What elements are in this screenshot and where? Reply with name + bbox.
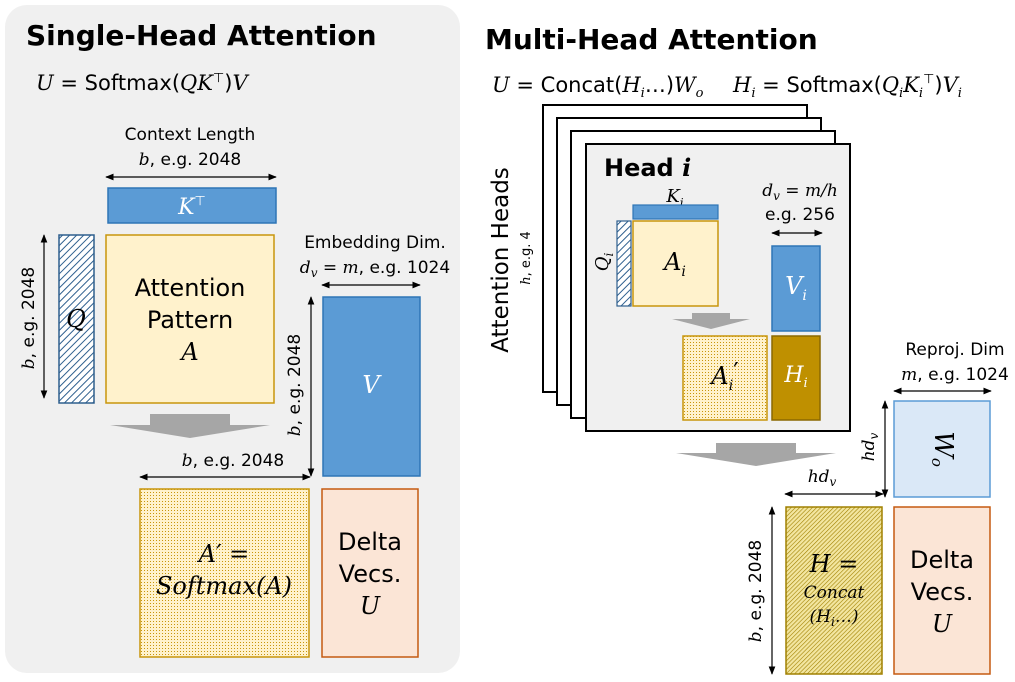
single-head-title: Single-Head Attention (26, 19, 377, 52)
wo-matrix (893, 400, 991, 498)
embedding-dim-value: dv = m, e.g. 1024 (300, 258, 450, 280)
ai-label: Ai (662, 248, 686, 280)
v-label: V (362, 371, 382, 399)
h-dim-label: b, e.g. 2048 (746, 540, 766, 642)
hi-matrix (771, 335, 821, 421)
delta-vecs-matrix (321, 488, 419, 658)
multi-head-formula-1: U = Concat(Hi…)Wo (492, 73, 704, 101)
h-concat-line1: H = (809, 550, 859, 578)
single-head-panel: Single-Head Attention U = Softmax(QK⊤)V … (5, 5, 460, 673)
h-concat-matrix (785, 506, 883, 675)
multi-delta-vecs-line1: Delta (910, 546, 974, 574)
aprime-line1: A′ = (197, 540, 250, 568)
wo-side-label: hdv (859, 432, 881, 461)
context-length-label: Context Length (125, 125, 256, 145)
aprime-matrix (139, 488, 310, 658)
ai-matrix (632, 220, 719, 307)
concat-arrow (676, 443, 836, 466)
qi-matrix (616, 220, 632, 307)
vi-label: Vi (785, 272, 807, 304)
single-head-formula: U = Softmax(QK⊤)V (36, 71, 249, 95)
multi-delta-vecs-line2: Vecs. (911, 578, 974, 606)
multi-delta-vecs-line3: U (932, 610, 953, 638)
wo-label: Wo (928, 431, 958, 467)
multi-head-formula-2: Hi = Softmax(QiKi⊤)Vi (732, 72, 962, 101)
head-softmax-arrow (672, 313, 750, 329)
kt-matrix (107, 187, 277, 224)
delta-vecs-line1: Delta (338, 528, 402, 556)
multi-delta-vecs-matrix (893, 506, 991, 675)
kt-label: K⊤ (177, 194, 206, 220)
vi-matrix (771, 245, 821, 332)
attention-heads-count: h, e.g. 4 (519, 231, 534, 285)
qi-label: Qi (592, 253, 616, 272)
multi-head-title: Multi-Head Attention (485, 23, 818, 56)
embedding-dim-label: Embedding Dim. (304, 233, 446, 253)
aiprime-label: Ai′ (709, 358, 738, 394)
dv-label: dv = m/h (762, 181, 838, 203)
attention-pattern-line2: Pattern (147, 306, 233, 334)
q-matrix (58, 234, 95, 404)
aprime-line2: Softmax(A) (156, 572, 292, 600)
v-matrix (322, 296, 421, 477)
ki-label: Ki (665, 186, 683, 210)
ki-matrix (632, 204, 719, 220)
reproj-dim-value: m, e.g. 1024 (901, 365, 1009, 385)
delta-vecs-line3: U (360, 592, 381, 620)
aiprime-matrix (682, 335, 768, 421)
q-dim-label: b, e.g. 2048 (19, 267, 39, 369)
multi-head-panel: Multi-Head Attention U = Concat(Hi…)Wo H… (485, 23, 1009, 675)
aprime-dim-label: b, e.g. 2048 (182, 451, 284, 471)
head-title: Head i (604, 153, 691, 182)
attention-pattern-matrix (105, 234, 275, 404)
q-label: Q (66, 305, 86, 333)
attention-pattern-line1: Attention (135, 274, 246, 302)
softmax-arrow (110, 414, 270, 438)
v-dim-label: b, e.g. 2048 (285, 334, 305, 436)
delta-vecs-line2: Vecs. (339, 560, 402, 588)
dv-eg: e.g. 256 (765, 205, 835, 225)
h-width-label: hdv (808, 467, 837, 489)
hi-label: Hi (783, 363, 807, 391)
h-concat-line2: Concat (804, 583, 865, 603)
attention-pattern-line3: A (179, 338, 198, 366)
attention-heads-label: Attention Heads (488, 167, 514, 353)
h-concat-line3: (Hi…) (810, 607, 859, 629)
reproj-dim-label: Reproj. Dim (905, 340, 1004, 360)
context-length-dim: b, e.g. 2048 (139, 150, 241, 170)
